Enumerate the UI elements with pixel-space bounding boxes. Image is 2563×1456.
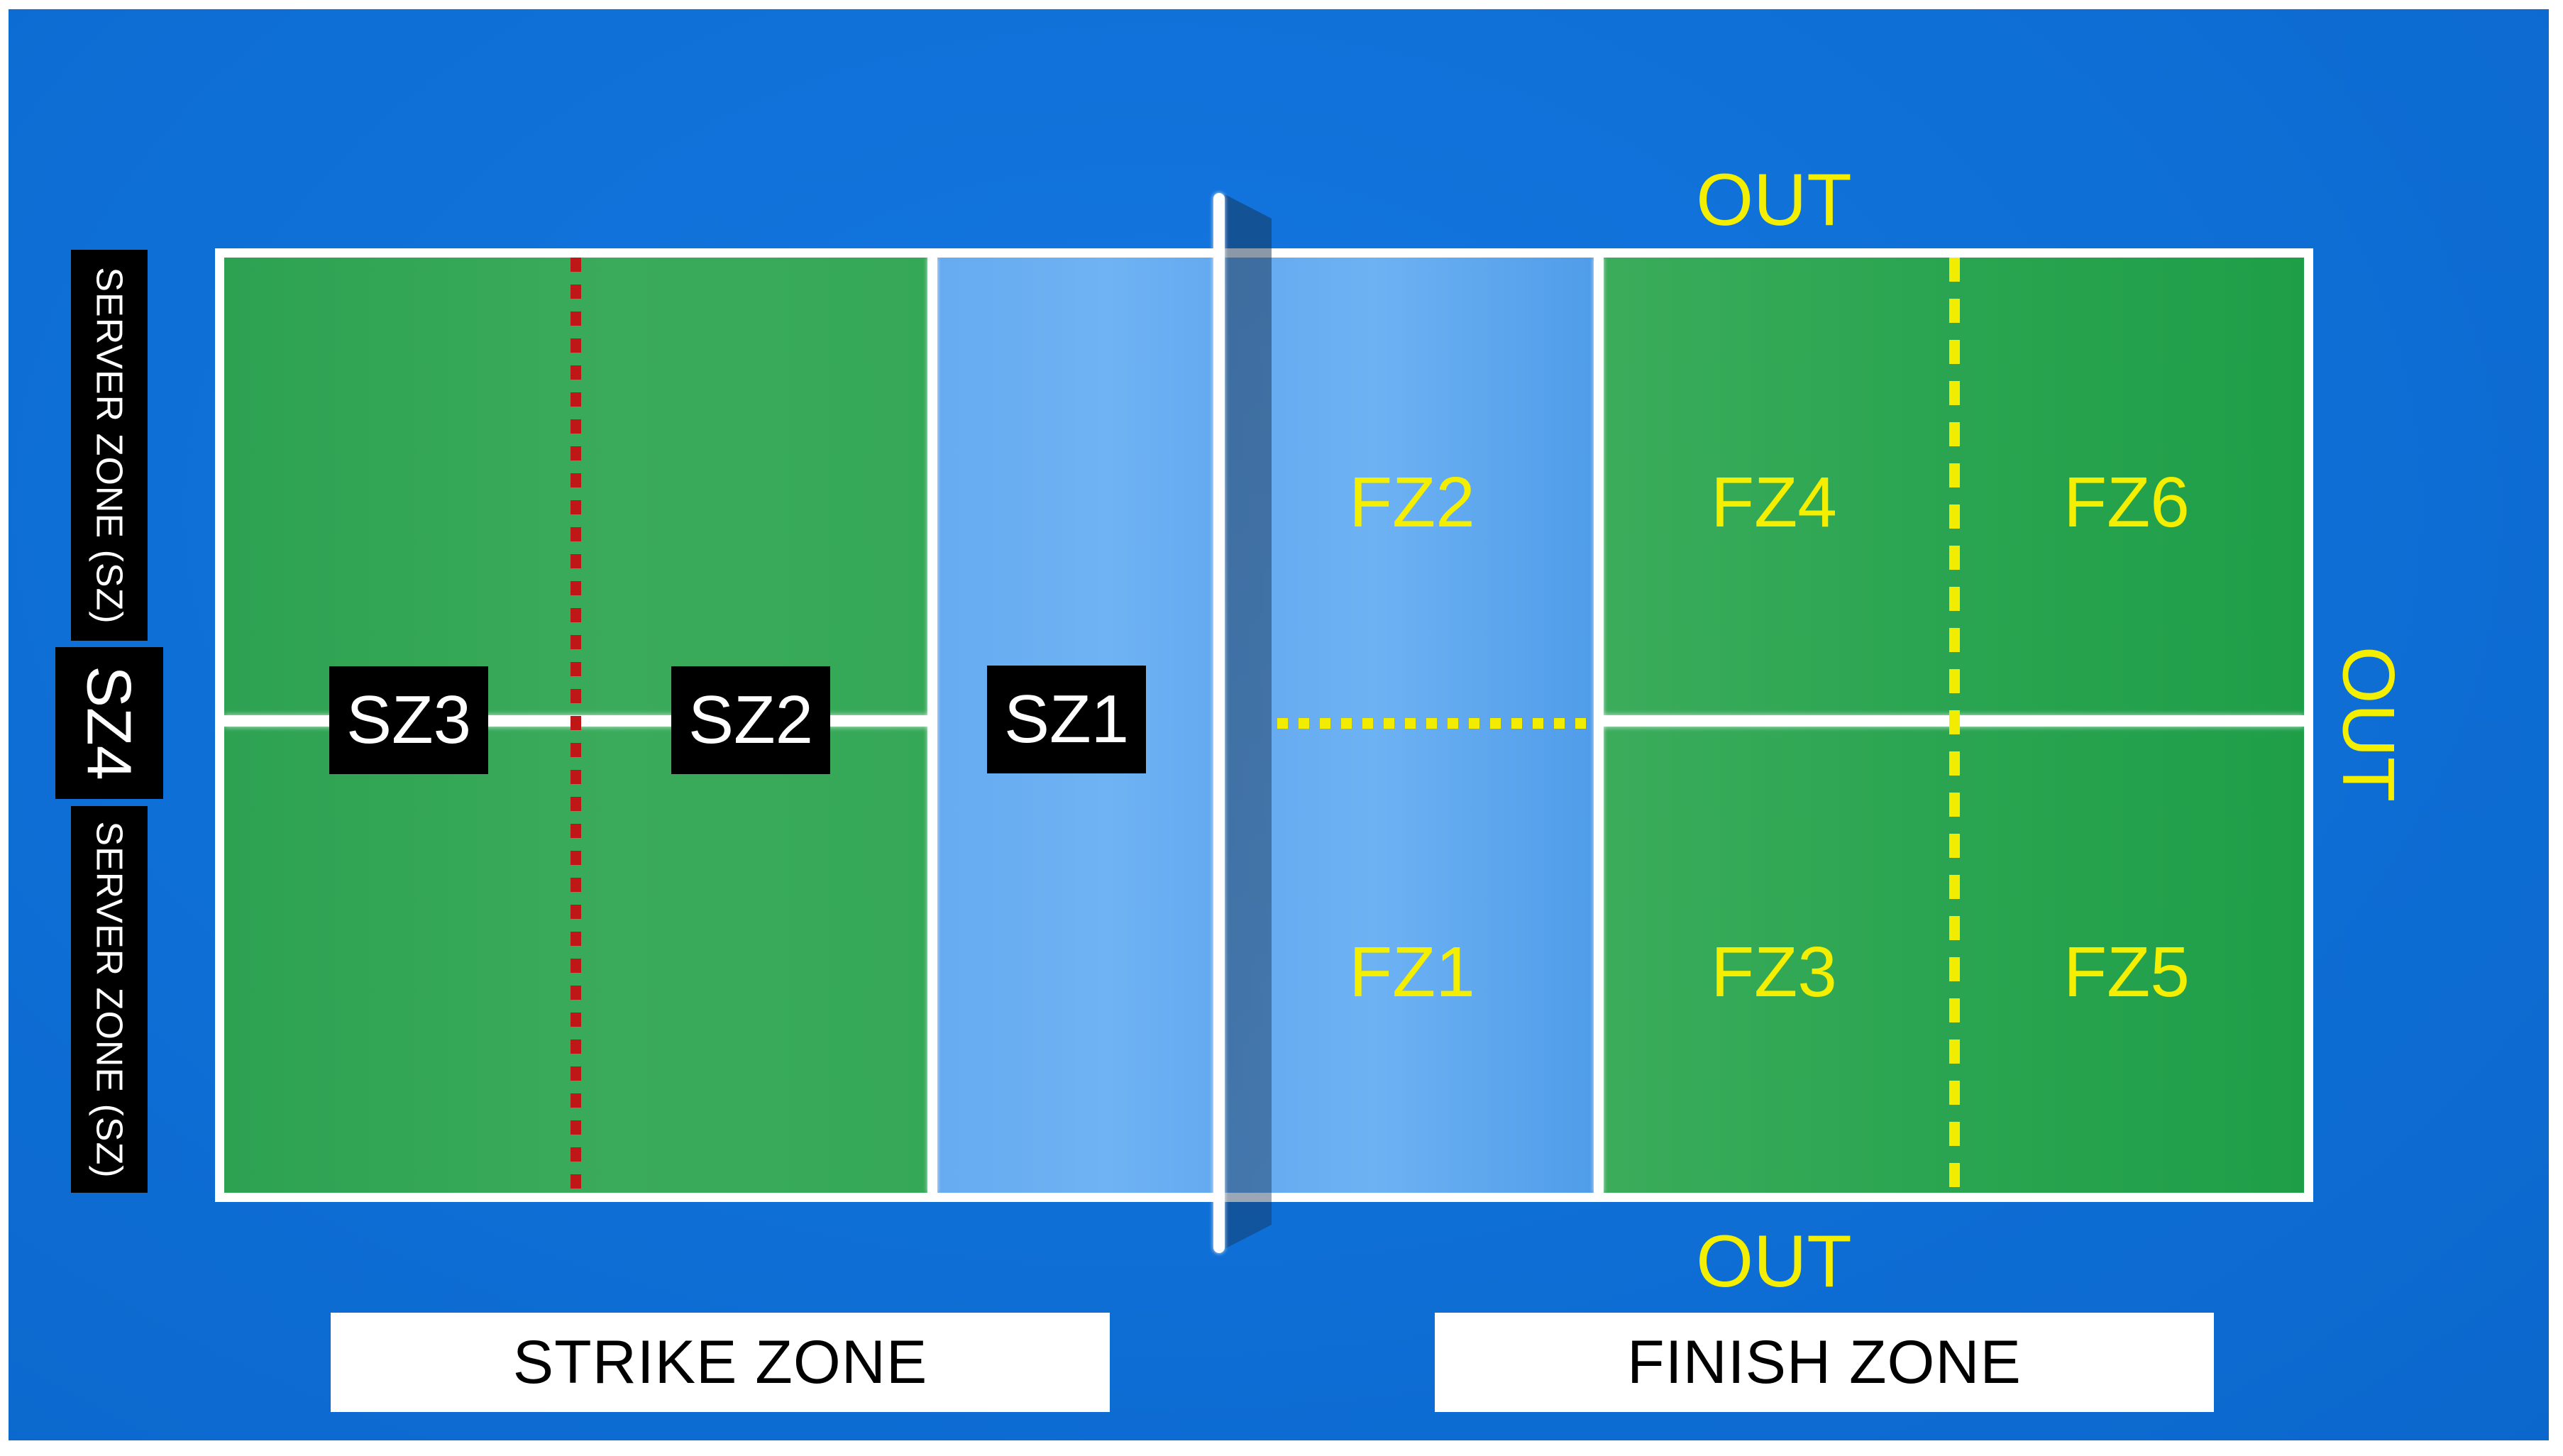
fz5-label: FZ5 [2063, 932, 2190, 1012]
green-blue-divider-line [927, 258, 937, 1193]
red-dotted-line [571, 258, 581, 1193]
out-label-bottom: OUT [1696, 1220, 1852, 1303]
server-zone-label-bottom: SERVER ZONE (SZ) [71, 806, 148, 1193]
sz3-label-box: SZ3 [329, 666, 488, 774]
sz4-label-box: SZ4 [55, 647, 163, 799]
sz2-label-box: SZ2 [671, 666, 830, 774]
court-boundary [215, 248, 2313, 1202]
net-shadow [1225, 194, 1272, 1249]
strike-zone-footer-label: STRIKE ZONE [331, 1313, 1110, 1412]
finish-zone-footer-label: FINISH ZONE [1435, 1313, 2214, 1412]
yellow-dotted-center-line [1277, 718, 1594, 729]
server-zone-label-bottom-text: SERVER ZONE (SZ) [89, 820, 131, 1179]
net [1213, 193, 1225, 1253]
sz1-label-box: SZ1 [987, 666, 1146, 773]
out-label-top: OUT [1696, 159, 1852, 241]
yellow-dashed-vertical-line [1949, 258, 1960, 1193]
fz3-label: FZ3 [1711, 932, 1837, 1012]
fz6-label: FZ6 [2063, 463, 2190, 542]
fz2-label: FZ2 [1349, 463, 1475, 542]
server-zone-label-top: SERVER ZONE (SZ) [71, 250, 148, 641]
out-label-right: OUT [2297, 646, 2439, 802]
server-zone-label-top-text: SERVER ZONE (SZ) [89, 266, 131, 624]
fz1-label: FZ1 [1349, 932, 1475, 1012]
out-label-right-text: OUT [2327, 646, 2410, 802]
fz4-label: FZ4 [1711, 463, 1837, 542]
sz4-label-text: SZ4 [75, 666, 145, 781]
